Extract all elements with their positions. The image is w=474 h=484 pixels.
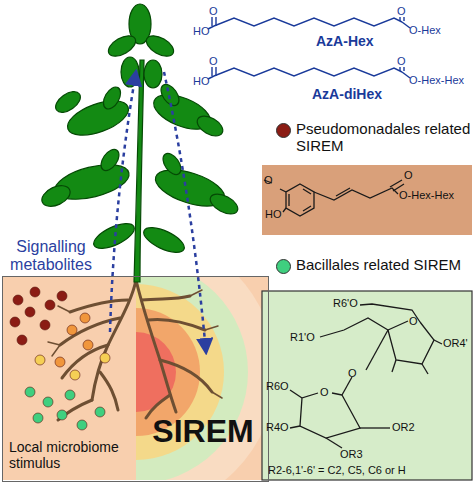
atom-label: R2-6,1'-6' = C2, C5, C6 or H: [268, 464, 468, 477]
signal-arrows: [110, 72, 206, 352]
roots: [58, 280, 212, 420]
atom-label: O: [209, 55, 218, 68]
ferulate-panel: [262, 165, 472, 235]
atom-label: O: [320, 386, 329, 399]
atom-label: R6O: [266, 380, 289, 393]
atom-label: R6'O: [333, 297, 358, 310]
atom-label: R4O: [266, 421, 289, 434]
atom-label: O-Hex: [409, 24, 441, 37]
compound-name: AzA-diHex: [312, 86, 382, 102]
sirem-bands: [136, 277, 268, 480]
atom-label: OR4': [443, 337, 468, 350]
sucrose-panel: [262, 291, 472, 480]
atom-label: O: [404, 169, 413, 182]
soil-box: Local microbiome stimulusSIREM: [2, 276, 269, 482]
legend-swatch: [276, 123, 291, 138]
atom-label: OR2: [392, 421, 415, 434]
ferulate-structure: [264, 180, 404, 216]
atom-label: OR3: [340, 448, 363, 461]
atom-label: O-Hex-Hex: [409, 74, 464, 87]
legend-text: Pseudomonadales related SIREM: [296, 120, 472, 155]
atom-label: R1'O: [290, 331, 315, 344]
atom-label: HO: [193, 75, 210, 88]
atom-label: HO: [193, 25, 210, 38]
aza-dihex-structure: [208, 67, 410, 79]
sirem-region: SIREM: [137, 277, 269, 480]
region-title: SIREM: [137, 413, 269, 450]
atom-label: O: [209, 5, 218, 18]
compound-name: AzA-Hex: [316, 33, 374, 49]
atom-label: O: [348, 367, 357, 380]
aza-hex-structure: [208, 17, 410, 29]
atom-label: O: [409, 315, 418, 328]
legend-swatch: [276, 259, 291, 274]
atom-label: O-Hex-Hex: [399, 189, 454, 202]
region-label: Local microbiome stimulus: [9, 439, 133, 471]
microbe-dots: [10, 287, 110, 430]
atom-label: O: [264, 174, 273, 187]
atom-label: O: [397, 55, 406, 68]
atom-label: HO: [265, 208, 282, 221]
arrow-label: Signalling metabolites: [2, 238, 100, 275]
sucrose-structure: [290, 304, 442, 448]
legend-text: Bacillales related SIREM: [296, 256, 472, 273]
atom-label: O: [397, 5, 406, 18]
